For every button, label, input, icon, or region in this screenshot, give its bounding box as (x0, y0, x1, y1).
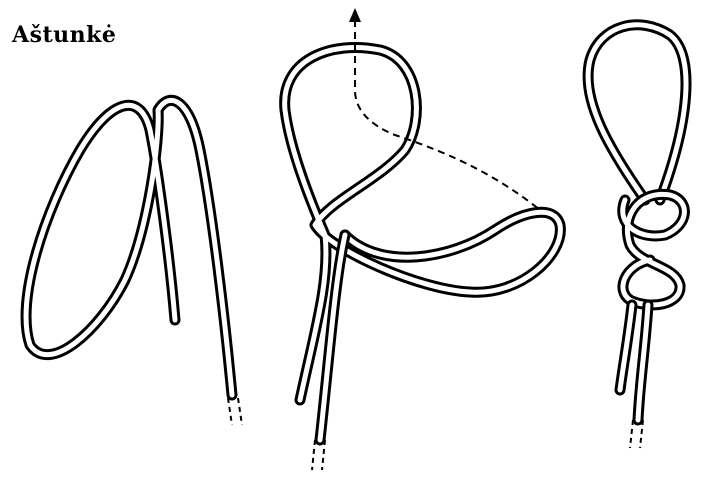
step-1-bight (26, 100, 242, 425)
arrow-up-icon (349, 8, 361, 22)
step-2-loop (285, 8, 561, 470)
step-3-figure-eight (588, 25, 686, 448)
